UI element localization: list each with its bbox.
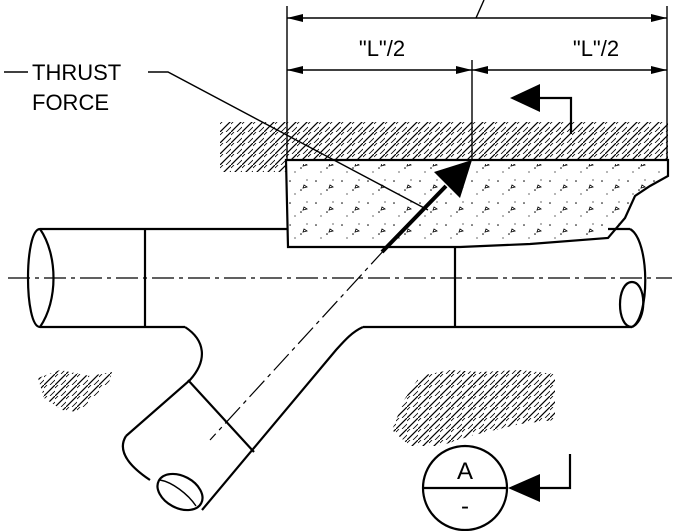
ground-hatch-right bbox=[392, 370, 555, 446]
thrust-force-leader bbox=[4, 71, 429, 211]
dimension-total-length bbox=[286, 0, 668, 160]
ground-hatch-left bbox=[38, 370, 112, 412]
thrust-force-label-line2: FORCE bbox=[32, 90, 109, 115]
section-callout-letter: A bbox=[457, 458, 473, 485]
branch-pipe bbox=[121, 247, 387, 512]
section-cut-arrow-bottom bbox=[508, 454, 572, 502]
dimension-label-left: "L"/2 bbox=[359, 36, 405, 61]
dimension-half-length-left bbox=[287, 60, 473, 160]
concrete-aggregate-texture bbox=[288, 164, 664, 244]
dimension-label-right: "L"/2 bbox=[573, 36, 619, 61]
section-cut-arrow-top bbox=[510, 84, 573, 134]
branch-pipe-centerline bbox=[209, 247, 387, 441]
section-callout-sheet: - bbox=[461, 493, 469, 520]
section-callout-bubble bbox=[421, 444, 509, 531]
dimension-half-length-right bbox=[472, 66, 667, 74]
thrust-force-label-line1: THRUST bbox=[32, 60, 121, 85]
thrust-force-arrow bbox=[380, 160, 472, 254]
main-pipe bbox=[8, 227, 672, 329]
